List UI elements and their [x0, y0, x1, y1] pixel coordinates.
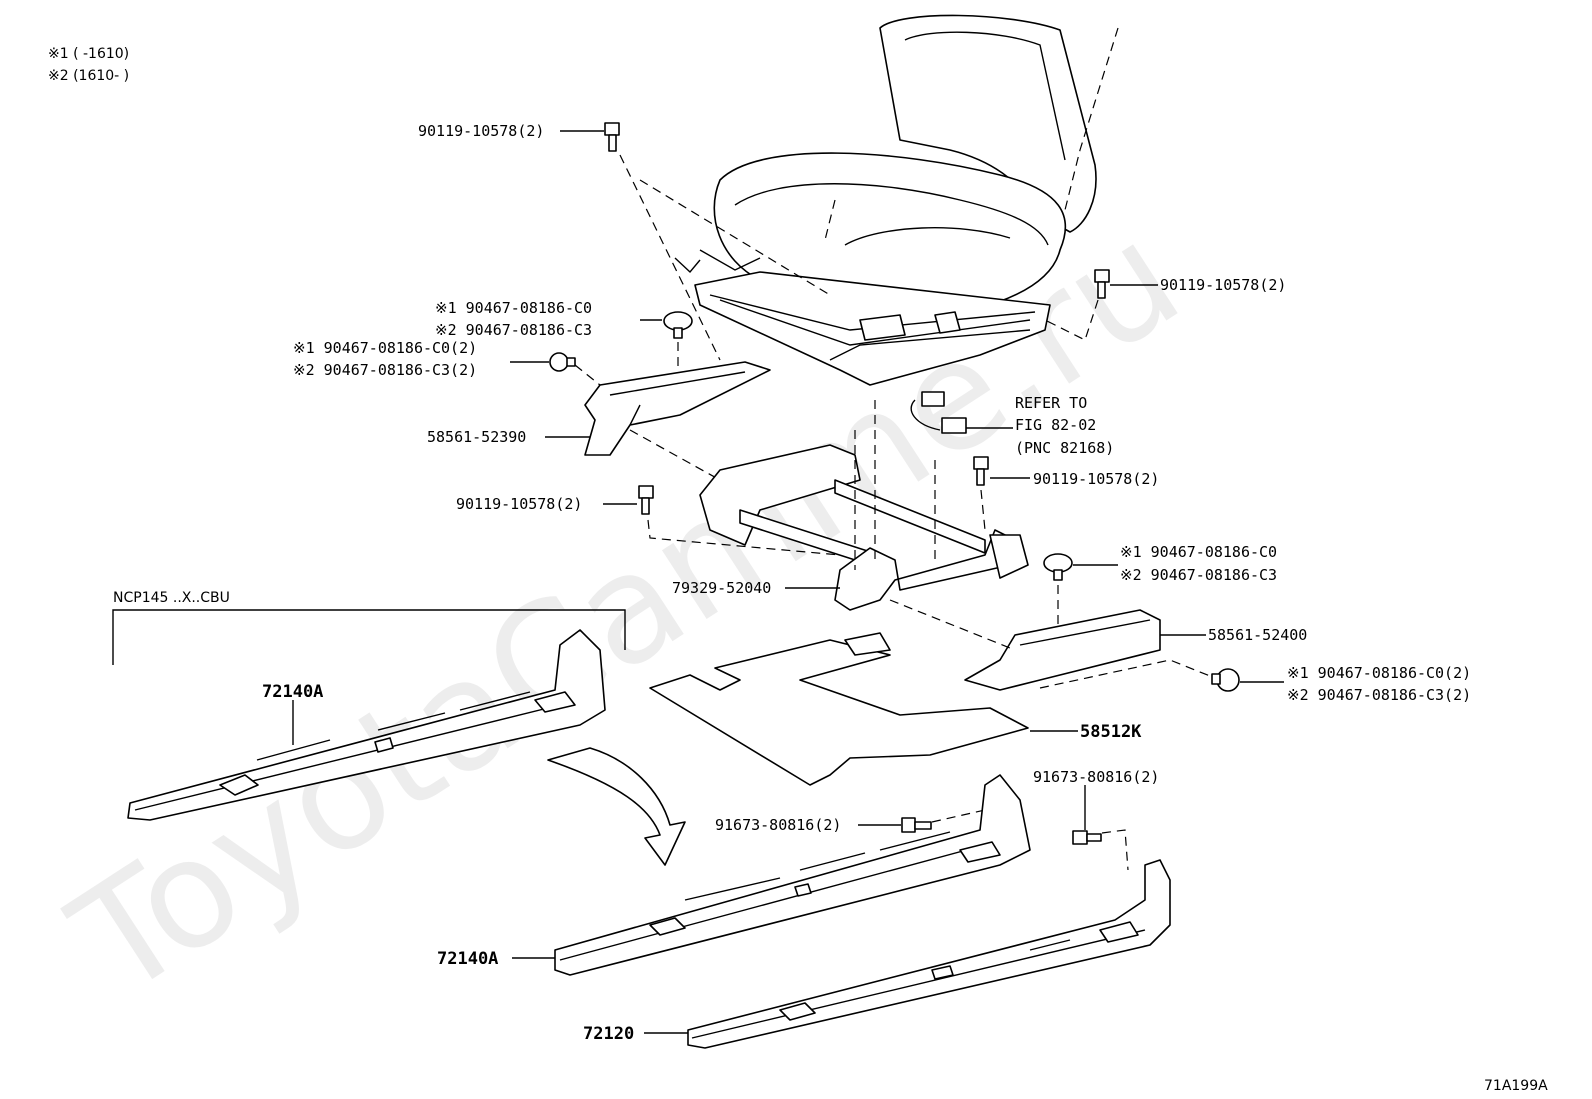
bracket-right: [964, 609, 1161, 691]
push-clip-icon: [1043, 553, 1073, 581]
label-clip-d2: ※2 90467-08186-C3(2): [1287, 686, 1471, 704]
push-clip-icon: [663, 311, 693, 339]
wire-harness: [910, 391, 967, 434]
seat-frame: [699, 400, 1029, 611]
label-bolt-mid-right: 90119-10578(2): [1033, 470, 1159, 488]
arrow-icon: [547, 747, 686, 866]
floor-rail: [127, 629, 606, 821]
seat-assembly: [674, 14, 1119, 386]
push-clip-icon: [1211, 668, 1240, 692]
label-mat: 58512K: [1080, 722, 1142, 742]
label-bolt-mid-left: 90119-10578(2): [456, 495, 582, 513]
bolt-icon: [1094, 269, 1110, 299]
label-bolt-low-right: 91673-80816(2): [1033, 768, 1159, 786]
floor-rail: [554, 774, 1031, 976]
refer-line-3: (PNC 82168): [1015, 439, 1114, 457]
label-frame: 79329-52040: [672, 579, 771, 597]
label-clip-b2: ※2 90467-08186-C3(2): [293, 361, 477, 379]
legend-line-2: ※2 (1610- ): [48, 68, 129, 84]
label-clip-c2: ※2 90467-08186-C3: [1120, 566, 1277, 584]
bolt-icon: [973, 456, 989, 486]
refer-line-2: FIG 82-02: [1015, 416, 1096, 434]
label-clip-d1: ※1 90467-08186-C0(2): [1287, 664, 1471, 682]
label-clip-c1: ※1 90467-08186-C0: [1120, 543, 1277, 561]
label-clip-b1: ※1 90467-08186-C0(2): [293, 339, 477, 357]
label-bolt-right: 90119-10578(2): [1160, 276, 1286, 294]
floor-mat: [649, 639, 1029, 786]
label-rail-left: 72140A: [437, 949, 498, 969]
label-bolt-low-left: 91673-80816(2): [715, 816, 841, 834]
variant-note: NCP145 ..X..CBU: [113, 590, 230, 606]
label-clip-a1: ※1 90467-08186-C0: [435, 299, 592, 317]
label-clip-a2: ※2 90467-08186-C3: [435, 321, 592, 339]
label-bracket-left: 58561-52390: [427, 428, 526, 446]
bolt-icon: [604, 122, 620, 152]
legend-line-1: ※1 ( -1610): [48, 46, 129, 62]
bracket-left: [584, 361, 771, 456]
figure-id: 71A199A: [1484, 1078, 1548, 1094]
refer-line-1: REFER TO: [1015, 394, 1087, 412]
bolt-icon: [638, 485, 654, 515]
bolt-icon: [1072, 830, 1102, 845]
label-rail-ncp: 72140A: [262, 682, 323, 702]
floor-rail: [687, 859, 1171, 1049]
bolt-icon: [901, 817, 932, 833]
push-clip-icon: [549, 352, 576, 372]
label-bracket-right: 58561-52400: [1208, 626, 1307, 644]
label-rail-right: 72120: [583, 1024, 634, 1044]
label-bolt-top: 90119-10578(2): [418, 122, 544, 140]
